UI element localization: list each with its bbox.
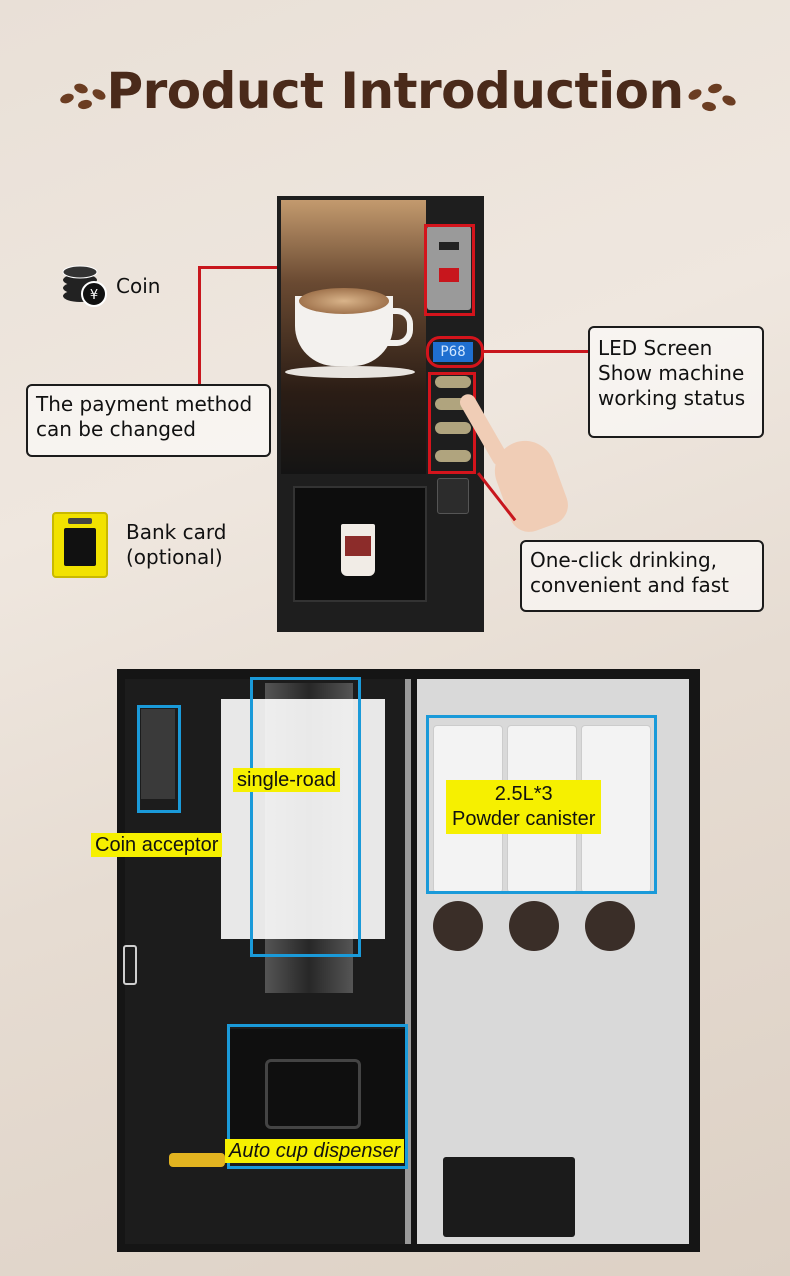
mixer-bowl-2 [509,901,559,951]
led-callout-line2: Show machine [598,361,745,385]
coin-icon: ¥ [60,262,108,308]
drink-button-1[interactable] [435,376,471,388]
coffee-panel-image [281,200,426,474]
instruction-sheet [221,699,385,939]
adjust-buttons[interactable] [437,478,469,514]
bank-card-label-line1: Bank card [126,520,227,544]
drip-tray [443,1157,575,1237]
bank-card-label: Bank card (optional) [126,520,226,570]
drink-button-4[interactable] [435,450,471,462]
mixer-bowl-1 [433,901,483,951]
cup-dispenser-device [229,1029,405,1149]
coin-slot[interactable] [427,226,471,310]
bank-card-label-line2: (optional) [126,545,223,569]
canister-label-line2: Powder canister [452,808,596,830]
coin-slot-highlight [424,224,475,316]
oneclick-callout-line2: convenient and fast [530,573,730,597]
payment-callout-line1: The payment method [36,392,253,416]
coin-acceptor-device [141,709,175,799]
oneclick-callout-line1: One-click drinking, [530,548,718,572]
single-road-highlight [250,677,361,957]
led-screen: P68 [433,342,473,362]
canister-label: 2.5L*3 Powder canister [446,780,602,834]
led-callout-line1: LED Screen [598,336,713,360]
canister-label-line1: 2.5L*3 [494,783,553,805]
cup-dispenser-label: Auto cup dispenser [225,1139,405,1163]
payment-callout: The payment method can be changed [26,384,271,457]
payment-callout-line2: can be changed [36,417,196,441]
led-callout: LED Screen Show machine working status [588,326,764,438]
led-highlight [426,336,484,368]
cup-sensor [169,1153,225,1167]
cup-area [293,486,427,602]
mixing-tube [265,683,353,993]
drink-button-3[interactable] [435,422,471,434]
paper-cup-icon [341,524,375,576]
mixer-bowl-3 [585,901,635,951]
oneclick-callout: One-click drinking, convenient and fast [520,540,764,612]
page-title: Product Introduction [106,62,684,120]
title-row: Product Introduction [0,0,790,150]
bank-card-reader-icon [52,512,108,578]
coin-acceptor-label: Coin acceptor [91,833,223,857]
led-connector [484,350,590,353]
led-callout-line3: working status [598,386,746,410]
machine-interior [117,669,700,1252]
single-road-label: single-road [233,768,340,792]
coin-acceptor-highlight [137,705,181,813]
coin-label: Coin [116,274,161,298]
svg-text:¥: ¥ [90,288,98,303]
cup-dispenser-highlight [227,1024,408,1169]
canister-highlight [426,715,657,894]
vending-machine-front: P68 [277,196,484,632]
coffee-beans-right-icon [684,80,740,120]
payment-connector [198,266,201,384]
hand-image [457,380,576,540]
door-handle-icon [123,945,137,985]
